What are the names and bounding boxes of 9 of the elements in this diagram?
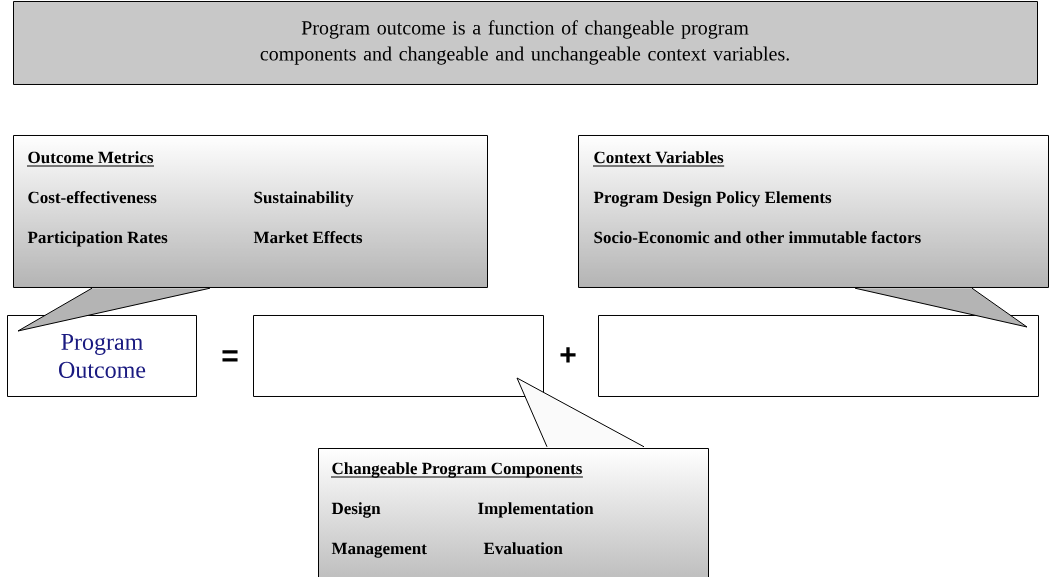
callout-box: Context Variables Program Design Policy Elements Socio-Economic and other immutable factors bbox=[578, 135, 1049, 328]
operator-sign: = bbox=[222, 350, 238, 362]
text-box: Program Outcome bbox=[7, 315, 197, 397]
banner-box: Program outcome is a function of changeable program components and changeable and unchangeable context variables. bbox=[13, 1, 1038, 85]
empty-box bbox=[253, 315, 544, 397]
callout-box: Outcome Metrics Cost-effectiveness Sustainability Participation Rates Market Effects bbox=[13, 135, 488, 332]
empty-box bbox=[598, 315, 1039, 397]
callout-box: Changeable Program Components Design Implementation Management Evaluation bbox=[318, 377, 709, 577]
operator-sign: + bbox=[560, 347, 576, 363]
